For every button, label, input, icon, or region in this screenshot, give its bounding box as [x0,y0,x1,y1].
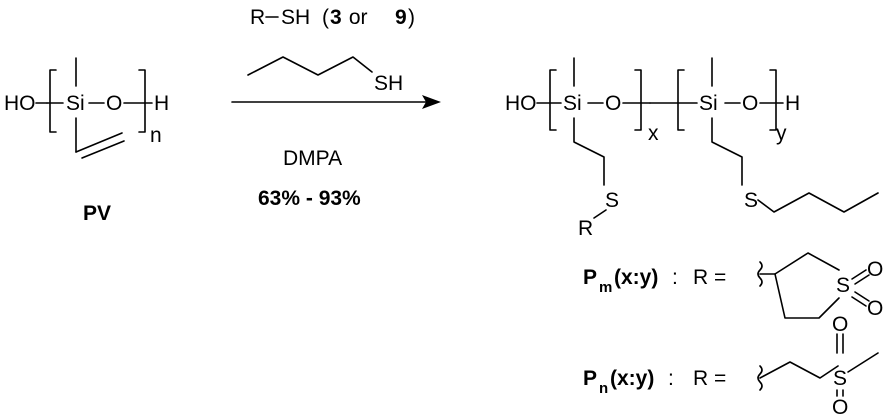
reagent-paren-close: ) [408,6,415,29]
pn-o-bottom: O [832,396,848,419]
butanethiol-sh: SH [374,72,403,95]
pm-ring-bottom [774,273,840,319]
product-butyl [757,192,879,213]
reaction-arrow [231,95,441,109]
product-bracket-1-left [549,69,557,131]
pv-bracket-right [138,69,146,133]
pn-colon: : [668,367,674,390]
pv-vinyl-double-2 [81,140,125,159]
product-s-2: S [744,189,758,212]
pm-subscript: m [599,279,612,296]
pn-methyl [847,352,879,373]
product-o-1: O [605,92,621,115]
pm-ring-top [774,252,840,275]
reagent-or: or [343,6,373,29]
pn-chain [759,361,839,379]
pm-tail: (x:y) [614,266,658,289]
product-sidechain-2 [711,117,743,186]
pm-o-top: O [867,258,883,281]
pm-p: P [583,266,597,289]
product-si-1: Si [563,92,582,115]
product-sidechain-1 [573,117,605,186]
product-ho: HO [505,92,537,115]
legend-pm: P m (x:y) : R = S O O [583,252,883,320]
pv-o: O [106,92,122,115]
legend-pn: P n (x:y) : R = S O O [583,313,879,419]
pv-si: Si [66,92,85,115]
pn-p: P [583,367,597,390]
reagent-sh: SH [281,6,310,29]
pn-subscript: n [599,380,608,397]
product-copolymer: HO Si O x Si O H y S R S [505,57,879,240]
pv-h: H [154,92,169,115]
catalyst-label: DMPA [283,147,342,170]
pn-tail: (x:y) [610,367,654,390]
pm-wavy-bond [757,261,763,287]
product-si-2: Si [699,92,718,115]
pn-o-top: O [832,313,848,336]
pv-n: n [150,124,162,147]
pv-label: PV [83,202,111,225]
reagent-thiol: R SH ( 3 or 9 ) [250,6,415,29]
product-x: x [648,122,659,145]
product-bracket-2-left [677,69,685,131]
butanethiol: SH [247,56,403,95]
pm-s: S [836,274,850,297]
product-bracket-1-right [634,69,642,131]
pv-ho: HO [4,92,36,115]
starting-polymer-pv: HO Si O H n PV [4,57,169,225]
pn-wavy-bond [757,365,763,391]
yield-label: 63% - 93% [258,187,361,210]
reagent-r: R [250,6,265,29]
pn-s: S [833,367,847,390]
product-bracket-2-right [769,69,777,131]
reagent-compound-9: 9 [395,6,407,29]
reagent-paren-open: ( [322,6,329,29]
product-o-2: O [742,92,758,115]
reagent-compound-3: 3 [330,6,342,29]
arrow-head [422,95,441,109]
butyl-chain [247,56,373,76]
pm-o-bottom: O [867,297,883,320]
pm-colon: : [672,266,678,289]
pm-r-equals: R = [693,266,726,289]
product-s-1: S [605,189,619,212]
product-h: H [785,92,800,115]
pv-bracket-left [49,69,57,133]
product-y: y [776,122,787,145]
product-r: R [578,217,593,240]
pn-r-equals: R = [693,367,726,390]
pv-vinyl-double-1 [75,132,123,153]
